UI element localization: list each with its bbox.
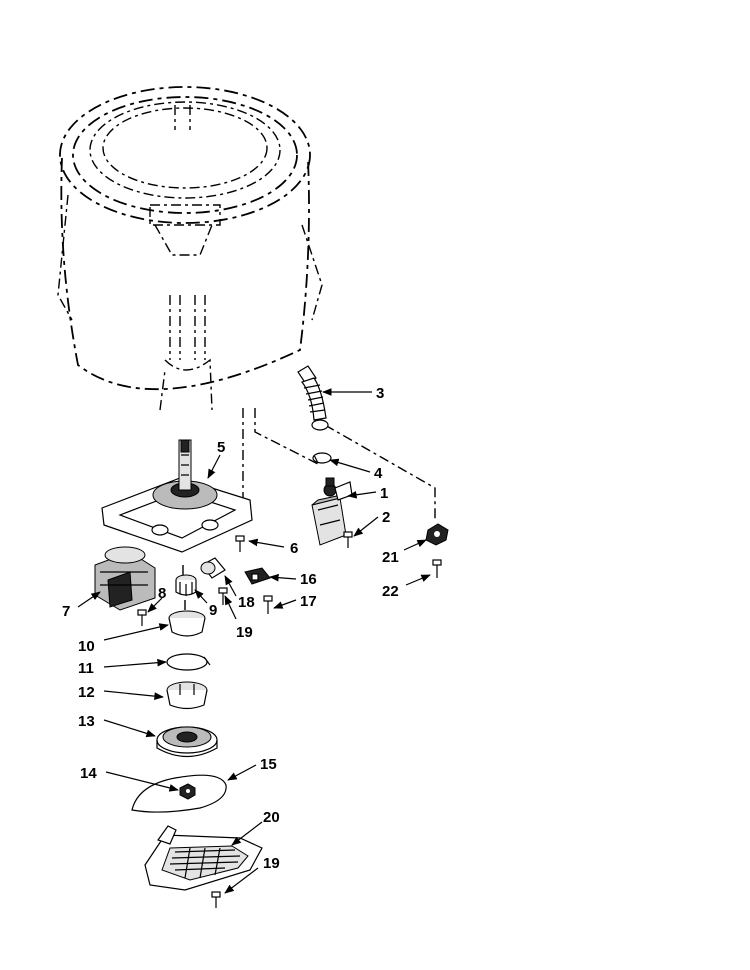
coupler-part-9 <box>175 574 197 596</box>
callout-19-lower: 19 <box>263 855 280 872</box>
drive-belt-part-15 <box>131 774 227 813</box>
retaining-ring-part-11 <box>166 653 211 671</box>
switch-part-16 <box>244 567 271 585</box>
callout-2: 2 <box>382 509 390 526</box>
callout-labels: 3 4 1 2 5 6 16 17 18 19 9 8 7 10 11 12 1… <box>62 385 399 872</box>
callout-10: 10 <box>78 638 95 655</box>
callout-8: 8 <box>158 585 166 602</box>
bracket-part-21 <box>425 523 449 546</box>
motor-part-7 <box>94 546 156 611</box>
screw-part-6 <box>235 535 245 552</box>
callout-15: 15 <box>260 756 277 773</box>
callout-12: 12 <box>78 684 95 701</box>
callout-18: 18 <box>238 594 255 611</box>
nut-part-14 <box>179 783 196 800</box>
callout-21: 21 <box>382 549 399 566</box>
outer-tub <box>57 86 323 411</box>
callout-5: 5 <box>217 439 225 456</box>
callout-1: 1 <box>380 485 388 502</box>
callout-11: 11 <box>78 660 94 677</box>
screw-part-19-lower <box>211 891 221 908</box>
mounting-plate-part-5 <box>101 439 253 553</box>
capacitor-part-18 <box>200 557 226 579</box>
callout-22: 22 <box>382 583 399 600</box>
screw-part-17 <box>263 595 273 614</box>
shield-part-20 <box>144 825 263 891</box>
housing-part-12 <box>166 681 208 710</box>
drain-pump-part-1 <box>311 477 353 546</box>
hose-clamp-part-4 <box>312 452 332 464</box>
screw-part-8 <box>137 609 147 626</box>
callout-13: 13 <box>78 713 95 730</box>
drain-hose-part-3 <box>297 365 329 431</box>
callout-6: 6 <box>290 540 298 557</box>
screw-part-19-upper <box>218 587 228 605</box>
callout-17: 17 <box>300 593 317 610</box>
callout-19-upper: 19 <box>236 624 253 641</box>
screw-part-2 <box>343 531 353 548</box>
cup-part-10 <box>168 610 206 637</box>
callout-4: 4 <box>374 465 383 482</box>
callout-leaders <box>77 388 431 894</box>
callout-14: 14 <box>80 765 97 782</box>
callout-20: 20 <box>263 809 280 826</box>
callout-9: 9 <box>209 602 217 619</box>
callout-16: 16 <box>300 571 317 588</box>
callout-7: 7 <box>62 603 70 620</box>
pulley-part-13 <box>156 726 218 757</box>
callout-3: 3 <box>376 385 384 402</box>
screw-part-22 <box>432 559 442 578</box>
